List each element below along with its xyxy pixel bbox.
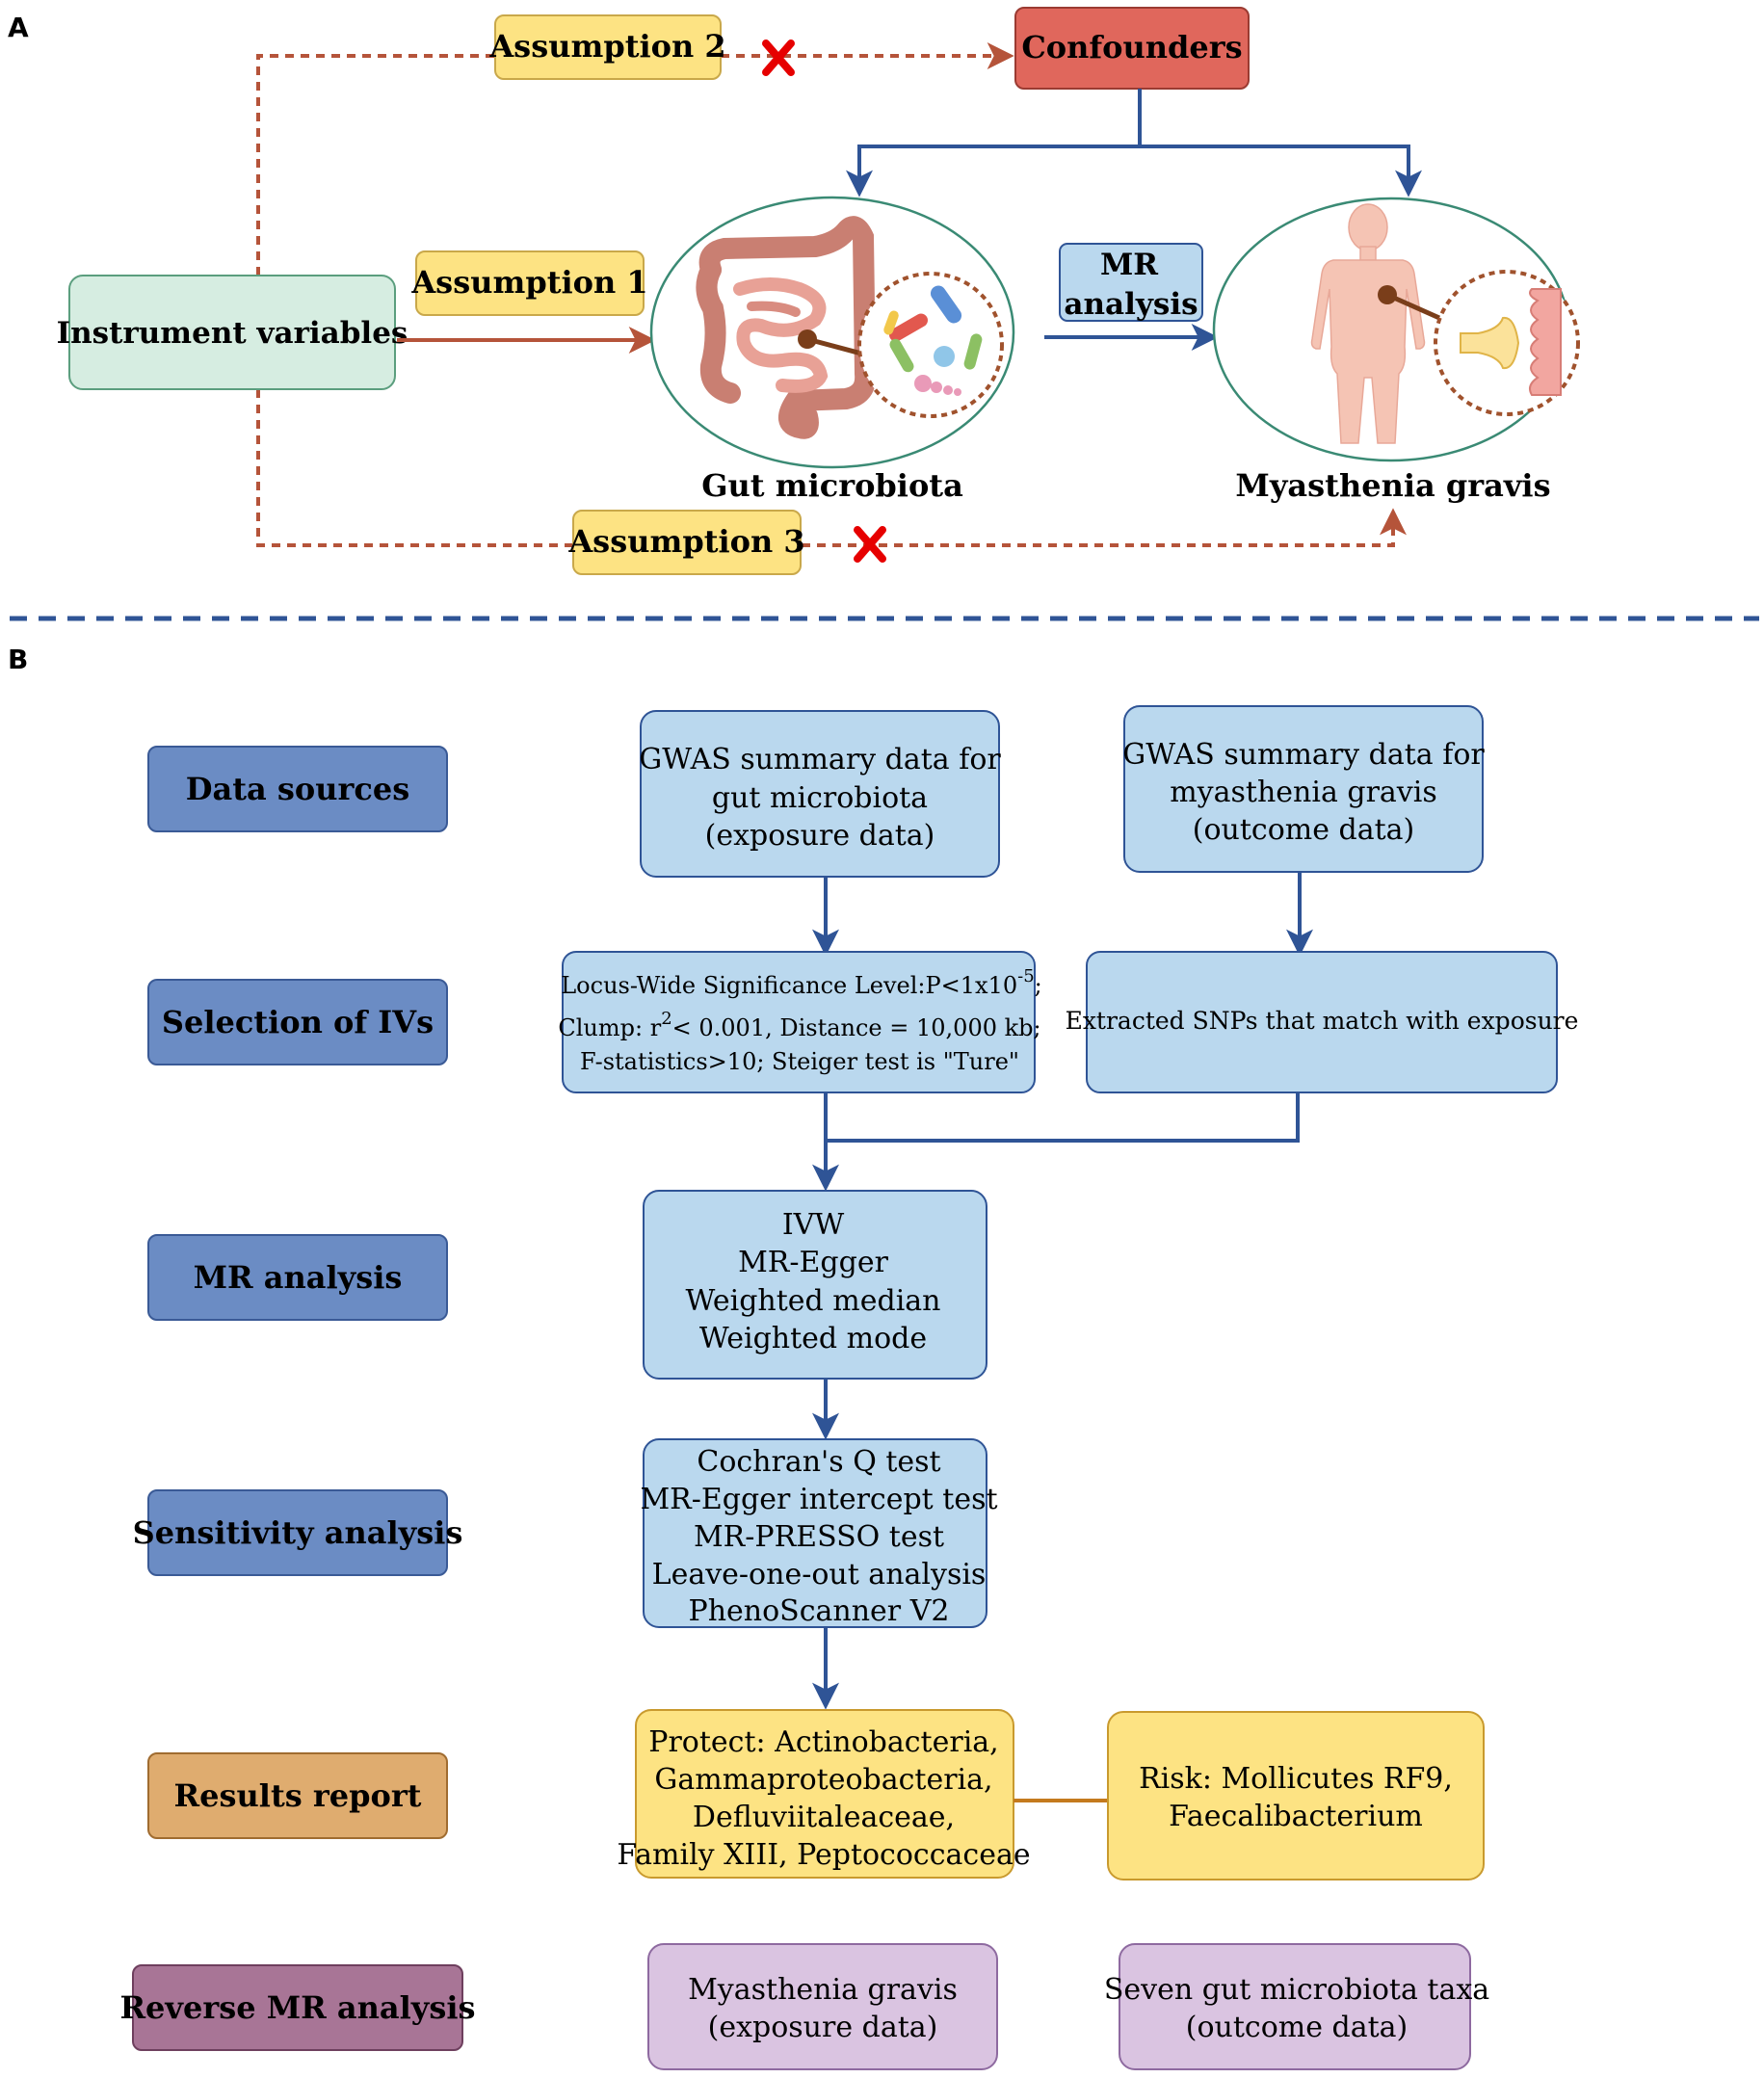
step-label: Sensitivity analysis <box>133 1514 463 1551</box>
assumption-1-box: Assumption 1 <box>410 250 648 316</box>
step-label: Results report <box>174 1777 422 1814</box>
step-label: Reverse MR analysis <box>119 1989 475 2026</box>
assumption-2-label: Assumption 2 <box>488 28 725 65</box>
protect-line: Protect: Actinobacteria, <box>648 1725 998 1759</box>
step-label: Selection of IVs <box>162 1004 434 1040</box>
locus-text: Locus-Wide Significance Level:P<1x10-5; <box>561 966 1042 999</box>
mr-analysis-box: MR analysis <box>1059 243 1203 322</box>
mr-analysis-line1: MR <box>1100 248 1158 282</box>
sensitivity-methods-box: Cochran's Q test MR-Egger intercept test… <box>640 1438 998 1628</box>
sensitivity-method: Leave-one-out analysis <box>652 1558 987 1591</box>
panel-b-label: B <box>8 644 28 675</box>
protect-line: Defluviitaleaceae, <box>693 1801 955 1834</box>
step-reverse-mr-analysis: Reverse MR analysis <box>119 1964 476 2051</box>
reverse-outcome-box: Seven gut microbiota taxa (outcome data) <box>1104 1943 1489 2070</box>
iv-criteria-box: Locus-Wide Significance Level:P<1x10-5; … <box>558 951 1042 1093</box>
clump-text: Clump: r2< 0.001, Distance = 10,000 kb; <box>558 1009 1040 1041</box>
gwas-mg-line: myasthenia gravis <box>1170 776 1437 809</box>
risk-box: Risk: Mollicutes RF9, Faecalibacterium <box>1107 1711 1485 1881</box>
sensitivity-method: Cochran's Q test <box>697 1445 940 1479</box>
mr-method: MR-Egger <box>738 1246 889 1279</box>
assumption-2-box: Assumption 2 <box>488 14 726 80</box>
protect-line: Gammaproteobacteria, <box>654 1763 992 1797</box>
step-data-sources: Data sources <box>147 746 448 832</box>
mr-method: Weighted median <box>685 1284 940 1318</box>
bacteria-icon <box>857 272 1004 418</box>
confounders-box: Confounders <box>1014 7 1250 90</box>
gwas-gut-box: GWAS summary data for gut microbiota (ex… <box>639 710 1001 878</box>
assumption-3-label: Assumption 3 <box>567 523 804 560</box>
reverse-exposure-box: Myasthenia gravis (exposure data) <box>647 1943 998 2070</box>
blocked-x-icon <box>854 526 886 563</box>
gut-microbiota-label: Gut microbiota <box>701 467 963 504</box>
merge-arrow <box>812 1092 1300 1192</box>
reverse-outcome-line: Seven gut microbiota taxa <box>1104 1973 1489 2007</box>
fstat-text: F-statistics>10; Steiger test is "Ture" <box>580 1048 1019 1075</box>
risk-line: Risk: Mollicutes RF9, <box>1139 1762 1453 1796</box>
instrument-variables-label: Instrument variables <box>57 316 408 351</box>
intestine-icon <box>696 216 877 439</box>
gwas-mg-box: GWAS summary data for myasthenia gravis … <box>1122 705 1485 873</box>
blocked-x-icon <box>762 39 795 76</box>
gwas-mg-line: (outcome data) <box>1193 813 1414 847</box>
assumption-3-box: Assumption 3 <box>567 510 805 575</box>
reverse-exposure-line: Myasthenia gravis <box>688 1973 958 2007</box>
reverse-exposure-line: (exposure data) <box>708 2011 938 2044</box>
sensitivity-method: PhenoScanner V2 <box>689 1594 950 1628</box>
panel-a-label: A <box>8 12 29 43</box>
step-label: MR analysis <box>194 1259 403 1296</box>
gwas-mg-line: GWAS summary data for <box>1122 738 1485 772</box>
instrument-variables-box: Instrument variables <box>57 275 408 390</box>
neuromuscular-junction-icon <box>1434 270 1580 416</box>
protect-box: Protect: Actinobacteria, Gammaproteobact… <box>617 1709 1031 1879</box>
mr-method: Weighted mode <box>699 1322 927 1355</box>
sensitivity-method: MR-PRESSO test <box>694 1520 944 1554</box>
step-sensitivity-analysis: Sensitivity analysis <box>133 1489 463 1576</box>
step-label: Data sources <box>186 771 409 807</box>
step-selection-of-ivs: Selection of IVs <box>147 979 448 1065</box>
gwas-gut-line: (exposure data) <box>705 819 935 853</box>
extracted-snps-box: Extracted SNPs that match with exposure <box>1066 951 1579 1093</box>
protect-line: Family XIII, Peptococcaceae <box>617 1838 1030 1872</box>
gut-microbiota-node <box>649 196 1015 469</box>
myasthenia-gravis-node <box>1212 197 1580 462</box>
mr-analysis-line2: analysis <box>1064 287 1198 322</box>
mr-method: IVW <box>782 1208 845 1242</box>
confounder-arrows <box>846 89 1422 197</box>
step-mr-analysis: MR analysis <box>147 1234 448 1321</box>
reverse-outcome-line: (outcome data) <box>1186 2011 1408 2044</box>
assumption-2-path <box>256 42 1014 276</box>
assumption-3-path <box>256 389 1407 547</box>
gwas-gut-line: gut microbiota <box>712 781 928 815</box>
assumption-1-label: Assumption 1 <box>410 264 647 301</box>
confounders-label: Confounders <box>1021 29 1242 66</box>
human-body-icon <box>1310 203 1426 444</box>
gwas-gut-line: GWAS summary data for <box>639 743 1001 776</box>
sensitivity-method: MR-Egger intercept test <box>640 1483 997 1516</box>
mr-methods-box: IVW MR-Egger Weighted median Weighted mo… <box>643 1190 987 1380</box>
step-results-report: Results report <box>147 1752 448 1839</box>
myasthenia-gravis-label: Myasthenia gravis <box>1235 467 1550 504</box>
extracted-snps-label: Extracted SNPs that match with exposure <box>1066 1007 1579 1035</box>
risk-line: Faecalibacterium <box>1169 1800 1423 1833</box>
